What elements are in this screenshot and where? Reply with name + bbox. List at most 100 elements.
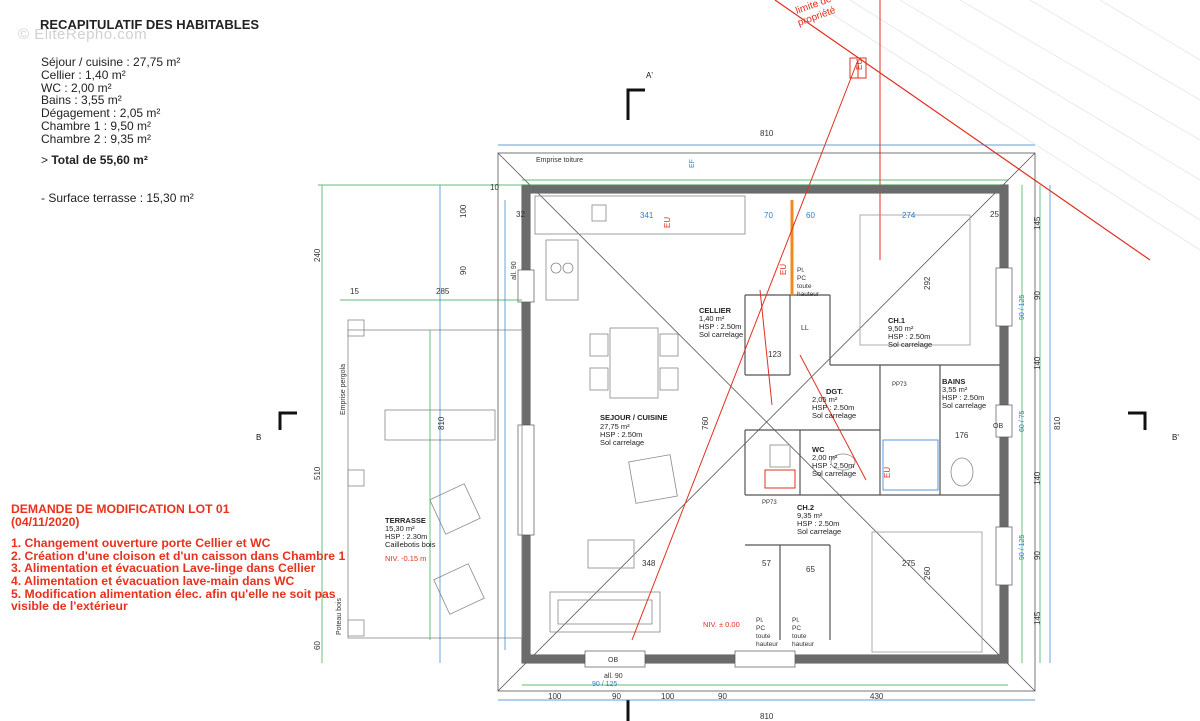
summary-item: WC : 2,00 m² [41,80,112,95]
room-ch2-name: CH.2 [797,503,814,512]
pergola-label: Emprise pergola [340,364,347,415]
dim-260: 260 [923,566,932,580]
section-a: A' [646,71,653,80]
electrical-lines [631,57,867,641]
room-ch1-area: 9,50 m² [888,324,914,333]
dim-right-140b: 140 [1033,471,1042,485]
dim-left-60: 60 [313,641,322,650]
room-bains-hsp: HSP : 2.50m [942,393,984,402]
bath-fixtures [769,439,974,491]
dim-10: 10 [490,183,499,192]
room-sejour-floor: Sol carrelage [600,438,644,447]
summary-terrace: - Surface terrasse : 15,30 m² [41,191,194,205]
kitchen [534,195,746,301]
request-date: (04/11/2020) [11,514,80,529]
room-terrasse-floor: Caillebotis bois [385,540,436,549]
window-right-1 [995,267,1013,327]
terrasse-level: NIV. -0.15 m [385,554,426,563]
room-bains-floor: Sol carrelage [942,401,986,410]
room-dgt-hsp: HSP : 2.50m [812,403,854,412]
request-item: 2. Création d'une cloison et d'un caisso… [11,548,346,563]
placard-1-line2: PC [797,275,806,282]
room-dgt-name: DGT. [826,387,843,396]
placard-2-line2: PC [756,625,765,632]
property-limit [774,0,1200,261]
window-label-2: 90 / 125 [1019,295,1026,320]
ef-label: EF [689,159,696,168]
dim-176: 176 [955,431,969,440]
dining-table [549,327,679,633]
room-wc-area: 2,00 m² [812,453,838,462]
placard-3-line3: toute [792,633,807,640]
dim-left-285: 285 [436,287,450,296]
ll-label: LL [801,325,809,332]
room-wc-floor: Sol carrelage [812,469,856,478]
placard-2-line3: toute [756,633,771,640]
summary-item: Chambre 2 : 9,35 m² [41,131,152,146]
placard-1-line1: Pl. [797,267,805,274]
room-ch2-floor: Sol carrelage [797,527,841,536]
window-bottom [734,650,796,668]
summary-item: Séjour / cuisine : 27,75 m² [41,55,181,69]
dim-left-90: 90 [459,266,468,275]
room-wc-hsp: HSP : 2.50m [812,461,854,470]
window-right-3 [995,526,1013,586]
dimension-lines [318,179,1041,686]
room-sejour-hsp: HSP : 2.50m [600,430,642,439]
placard-3-line1: Pl. [792,617,800,624]
beds [859,214,983,653]
placard-2-line4: hauteur [756,641,779,648]
placard-2-line1: Pl. [756,617,764,624]
placard-1-line4: hauteur [797,291,820,298]
placard-3-line4: hauteur [792,641,815,648]
dim-65: 65 [806,565,815,574]
dim-left-810: 810 [437,416,446,430]
summary-item: Cellier : 1,40 m² [41,67,126,82]
room-sejour-area: 27,75 m² [600,422,630,431]
poteau-label: Poteau bois [336,598,343,635]
dim-70: 70 [764,211,773,220]
dim-57: 57 [762,559,771,568]
room-sejour-name: SEJOUR / CUISINE [600,413,668,422]
dim-left-240: 240 [313,248,322,262]
room-terrasse-area: 15,30 m² [385,524,415,533]
dim-bottom-3: 100 [661,692,675,701]
dim-left-510: 510 [313,466,322,480]
room-ch2-hsp: HSP : 2.50m [797,519,839,528]
window-right-2 [995,404,1013,438]
summary-list: Séjour / cuisine : 27,75 m² Cellier : 1,… [41,56,180,146]
ob-label-right: OB [993,423,1003,430]
request-title: DEMANDE DE MODIFICATION LOT 01 [11,502,230,516]
eu-label-bath: EU [883,467,892,478]
window-left-bay [517,424,535,536]
ob-label: OB [608,657,618,664]
total-value: Total de 55,60 m² [51,153,148,167]
roof-outline [497,152,1036,692]
room-ch1-hsp: HSP : 2.50m [888,332,930,341]
dim-292: 292 [923,276,932,290]
dim-right-140: 140 [1033,356,1042,370]
dim-341: 341 [640,211,654,220]
eu-label: EU [855,59,864,70]
room-cellier-floor: Sol carrelage [699,330,743,339]
window-label-3: 60 / 75 [1019,410,1026,432]
room-bains-area: 3,55 m² [942,385,968,394]
section-b-prime: B' [1172,433,1179,442]
summary-item: Dégagement : 2,05 m² [41,106,161,121]
dim-bottom-5: 430 [870,692,884,701]
room-bains-name: BAINS [942,377,965,386]
dim-bottom-1: 100 [548,692,562,701]
dim-275: 275 [902,559,916,568]
request-item: 3. Alimentation et évacuation Lave-linge… [11,561,316,576]
dim-60: 60 [806,211,815,220]
dim-left-15: 15 [350,287,359,296]
summary-title: RECAPITULATIF DES HABITABLES [40,17,260,32]
eu-label-kitchen: EU [663,217,672,228]
room-dgt-area: 2,05 m² [812,395,838,404]
dim-274: 274 [902,211,916,220]
modification-request: DEMANDE DE MODIFICATION LOT 01 (04/11/20… [11,503,345,613]
bottom-all-label: all. 90 [604,673,623,680]
room-wc-name: WC [812,445,825,454]
door-tag: PP73 [762,500,777,506]
